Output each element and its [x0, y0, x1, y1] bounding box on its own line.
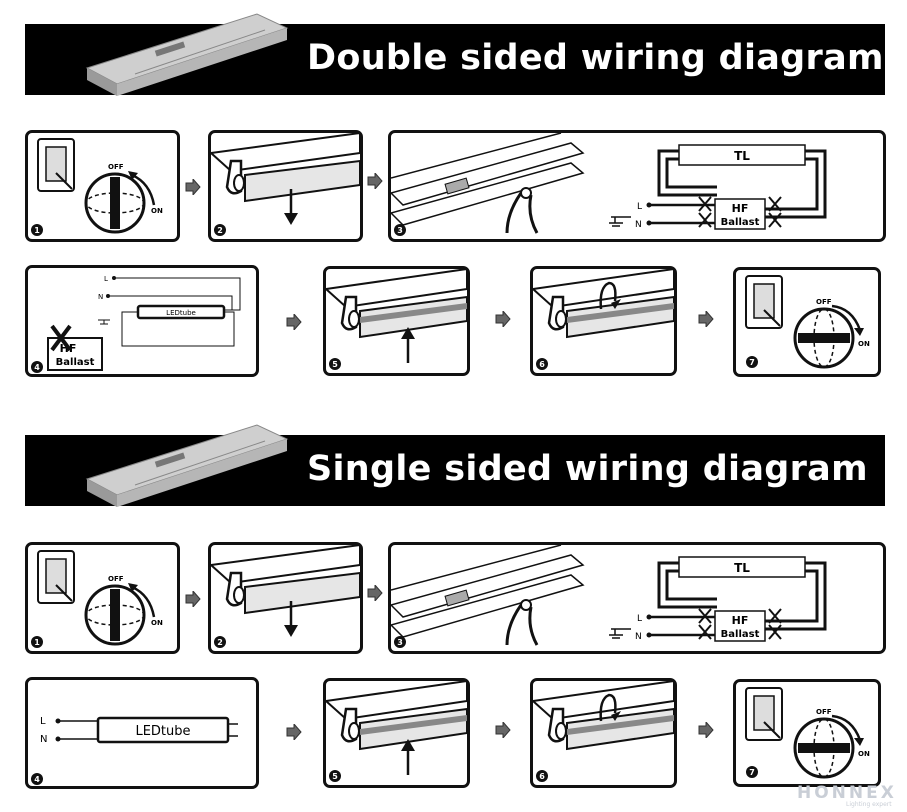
tl-label: TL: [734, 561, 750, 575]
rotate-arrow-icon: [599, 693, 617, 722]
step-number: 7: [749, 358, 755, 367]
l-label: L: [40, 716, 46, 727]
step-3-panel: TL HF Ballast L N 3: [388, 130, 886, 242]
led-tube-icon: [136, 304, 226, 320]
step-7-panel: OFF ON 7: [733, 267, 881, 377]
off-label: OFF: [816, 298, 832, 306]
hf-ballast-box: [47, 337, 103, 371]
hf-ballast-box: [714, 198, 766, 230]
tl-label: TL: [734, 149, 750, 163]
step-number: 4: [34, 775, 40, 784]
hf-label: HF: [732, 202, 749, 215]
off-label: OFF: [816, 708, 832, 716]
next-arrow-icon: [698, 311, 714, 327]
cut-mark-icon: [698, 196, 782, 228]
next-arrow-icon: [286, 314, 302, 330]
step-4-panel: L N LEDtube HF Ballast 4: [25, 265, 259, 377]
step-7-panel: OFF ON 7: [733, 679, 881, 787]
l-label: L: [637, 614, 642, 624]
section-title: Double sided wiring diagram: [307, 38, 884, 78]
section-title: Single sided wiring diagram: [307, 449, 868, 489]
ballast-device-image: [85, 13, 289, 96]
on-label: ON: [858, 750, 870, 758]
step-number: 2: [217, 638, 223, 647]
step-number: 7: [749, 768, 755, 777]
step-number: 5: [332, 772, 338, 781]
double-sided-banner: Double sided wiring diagram: [25, 13, 885, 96]
ballast-label: Ballast: [721, 217, 760, 228]
tl-tube-box: [678, 556, 806, 578]
step-5-panel: 5: [323, 678, 470, 788]
hf-label: HF: [732, 614, 749, 627]
ledtube-label: LEDtube: [135, 724, 190, 739]
ground-icon: [609, 628, 631, 639]
step-number: 1: [34, 226, 40, 235]
step-1-panel: OFF ON 1: [25, 130, 180, 242]
ballast-icon: [444, 177, 470, 195]
next-arrow-icon: [367, 173, 383, 189]
step-3-panel: TL HF Ballast L N 3: [388, 542, 886, 654]
step-number: 1: [34, 638, 40, 647]
n-label: N: [40, 734, 47, 745]
n-label: N: [635, 632, 642, 642]
wire-cutter-icon: [505, 192, 539, 234]
brand-tagline: Lighting expert: [846, 801, 892, 808]
next-arrow-icon: [185, 591, 201, 607]
next-arrow-icon: [495, 311, 511, 327]
cut-mark-icon: [698, 608, 782, 640]
next-arrow-icon: [698, 722, 714, 738]
next-arrow-icon: [367, 585, 383, 601]
step-6-panel: 6: [530, 678, 677, 788]
on-label: ON: [151, 207, 163, 215]
step-2-panel: 2: [208, 542, 363, 654]
rotate-arrow-icon: [599, 281, 617, 310]
ground-icon: [609, 216, 631, 227]
ballast-label: Ballast: [56, 357, 95, 368]
single-sided-banner: Single sided wiring diagram: [25, 424, 885, 507]
led-tube-icon: [96, 716, 230, 744]
ground-icon: [98, 319, 110, 325]
step-number: 4: [34, 363, 40, 372]
step-number: 3: [397, 638, 403, 647]
step-number: 3: [397, 226, 403, 235]
tl-tube-box: [678, 144, 806, 166]
l-label: L: [637, 202, 642, 212]
hf-ballast-box: [714, 610, 766, 642]
next-arrow-icon: [286, 724, 302, 740]
n-label: N: [635, 220, 642, 230]
step-4-panel: L N LEDtube 4: [25, 677, 259, 789]
step-1-panel: OFF ON 1: [25, 542, 180, 654]
ballast-device-image: [85, 424, 289, 507]
l-label: L: [104, 275, 108, 283]
step-number: 6: [539, 360, 545, 369]
on-label: ON: [151, 619, 163, 627]
step-5-panel: 5: [323, 266, 470, 376]
step-number: 2: [217, 226, 223, 235]
n-label: N: [98, 293, 103, 301]
wire-cutter-icon: [505, 604, 539, 646]
remove-x-icon: [50, 324, 72, 352]
step-number: 5: [332, 360, 338, 369]
step-number: 6: [539, 772, 545, 781]
ledtube-label: LEDtube: [166, 309, 196, 317]
off-label: OFF: [108, 575, 124, 583]
ballast-label: Ballast: [721, 629, 760, 640]
step-2-panel: 2: [208, 130, 363, 242]
off-label: OFF: [108, 163, 124, 171]
brand-watermark: HONNEX: [797, 783, 897, 803]
next-arrow-icon: [185, 179, 201, 195]
on-label: ON: [858, 340, 870, 348]
step-6-panel: 6: [530, 266, 677, 376]
ballast-icon: [444, 589, 470, 607]
next-arrow-icon: [495, 722, 511, 738]
